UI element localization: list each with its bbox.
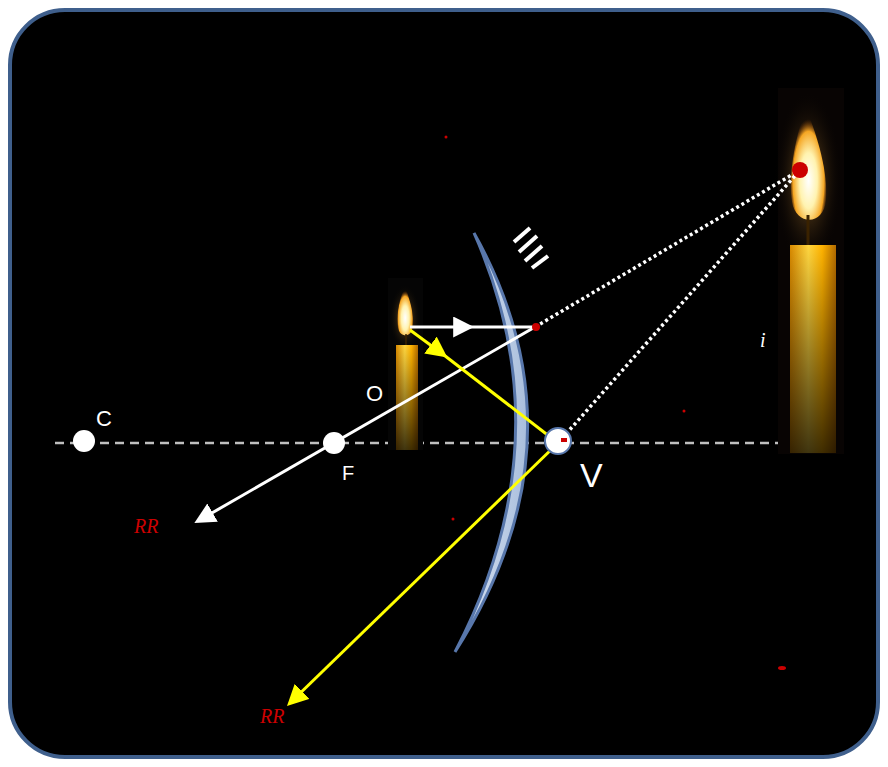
frame: [10, 10, 878, 757]
image-label: i: [760, 330, 766, 350]
object-label: O: [366, 383, 383, 405]
principal-axis: [55, 442, 842, 445]
ray-note: RR: [134, 516, 158, 536]
image-candle: [774, 88, 844, 454]
light-rays: [198, 170, 800, 703]
points: [73, 136, 808, 671]
concave-mirror: [455, 228, 548, 652]
ray-note: RR: [260, 706, 284, 726]
vertex-label: V: [580, 458, 603, 492]
point-label: C: [96, 408, 112, 430]
object-candle: [388, 278, 423, 450]
point-label: F: [342, 463, 354, 483]
